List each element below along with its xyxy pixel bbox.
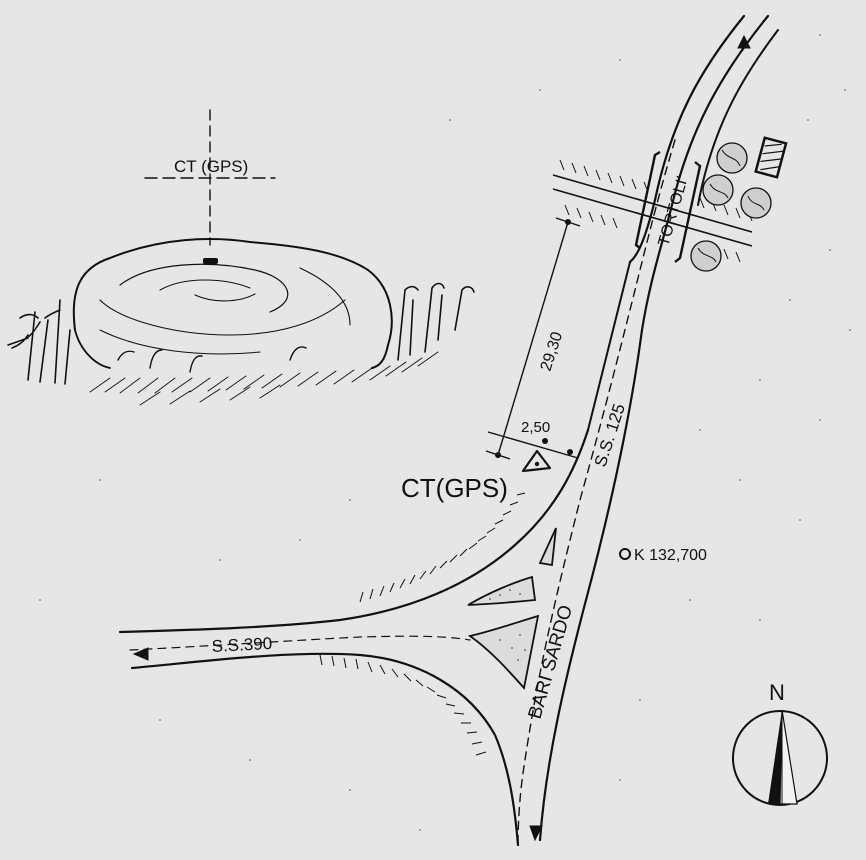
offset-label: 2,50 (521, 419, 550, 436)
gps-marker-dash (203, 258, 218, 264)
km-marker-label: K 132,700 (634, 547, 707, 564)
building (754, 136, 788, 179)
railway-crossing (552, 150, 753, 263)
distance-label: 29,30 (538, 330, 567, 373)
north-label: N (769, 680, 785, 705)
trees (690, 142, 772, 272)
road-main-label: S.S. 125 (591, 401, 629, 469)
measurement-lines (485, 217, 581, 460)
embankment-hatching (319, 492, 526, 756)
north-arrow (732, 709, 828, 806)
island-stipple (489, 589, 526, 661)
sketch-marker-label: CT (GPS) (174, 157, 248, 176)
rock-sketch (7, 109, 475, 406)
gps-point-icon (521, 449, 552, 473)
town-north-label: TORTOLI' (656, 175, 692, 248)
gps-point-label: CT(GPS) (401, 473, 508, 503)
measurement-ticks (495, 219, 573, 458)
roads (118, 14, 779, 847)
km-marker-icon (619, 548, 631, 560)
terrain-dots (39, 34, 851, 831)
traffic-islands (467, 527, 557, 690)
road-branch-label: S.S.390 (211, 634, 272, 656)
